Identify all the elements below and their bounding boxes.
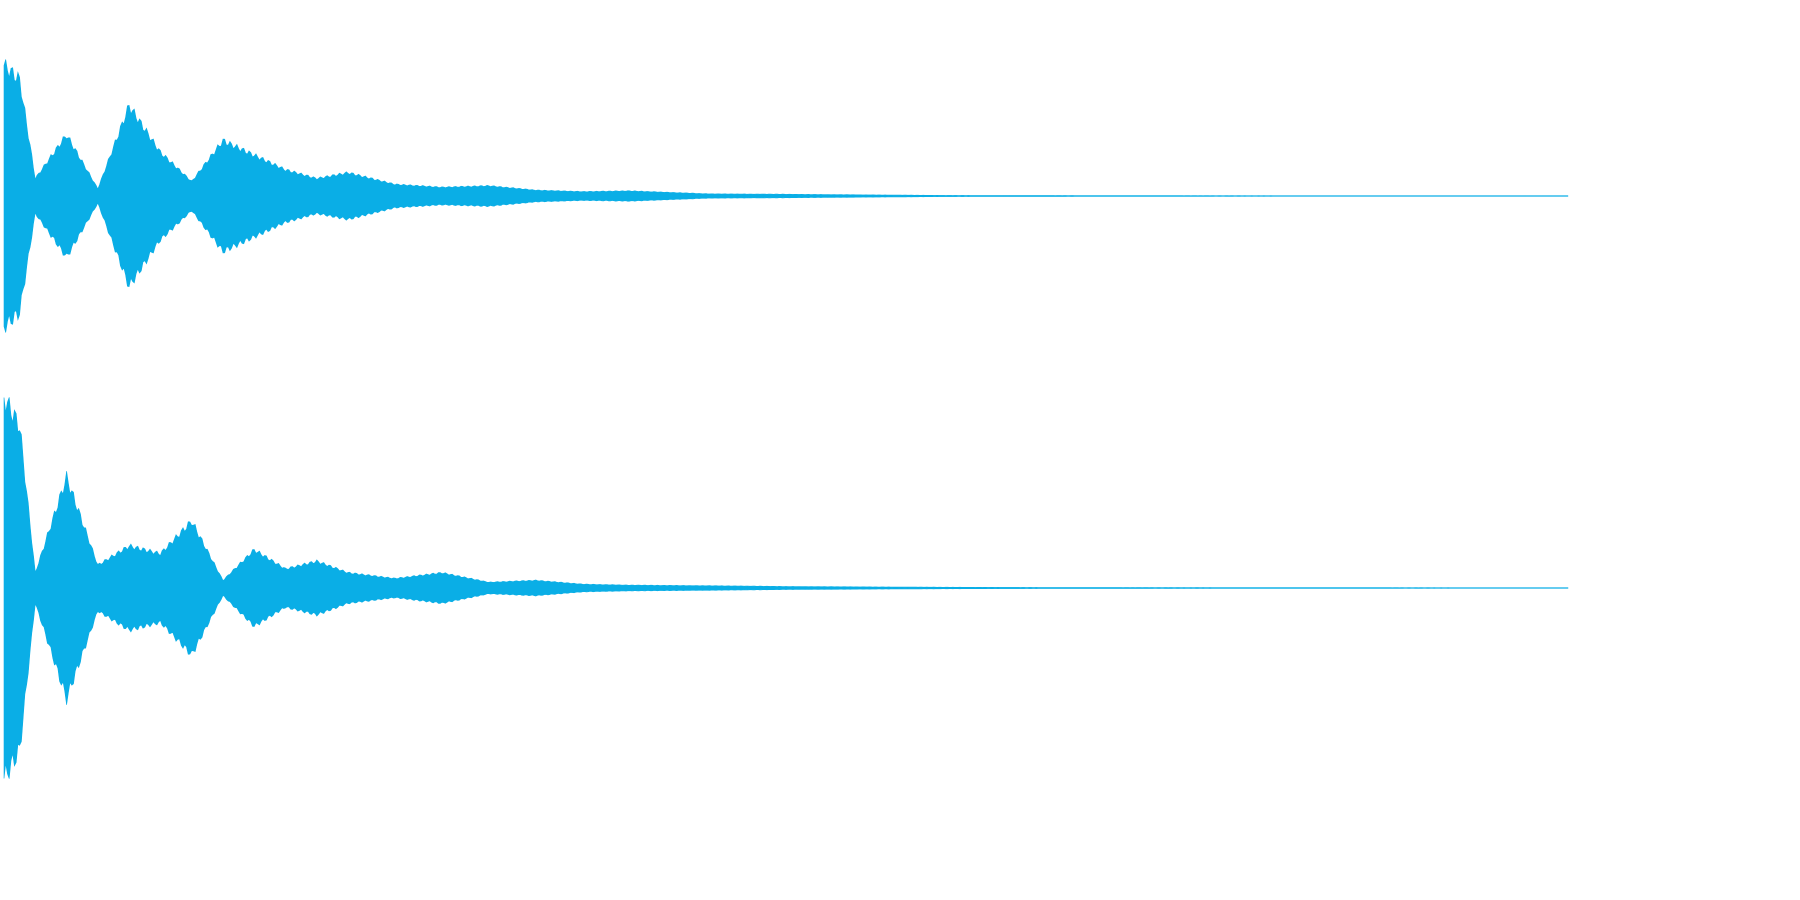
waveform-channel-2 [3, 397, 1569, 779]
waveform-channel-1 [3, 59, 1569, 333]
